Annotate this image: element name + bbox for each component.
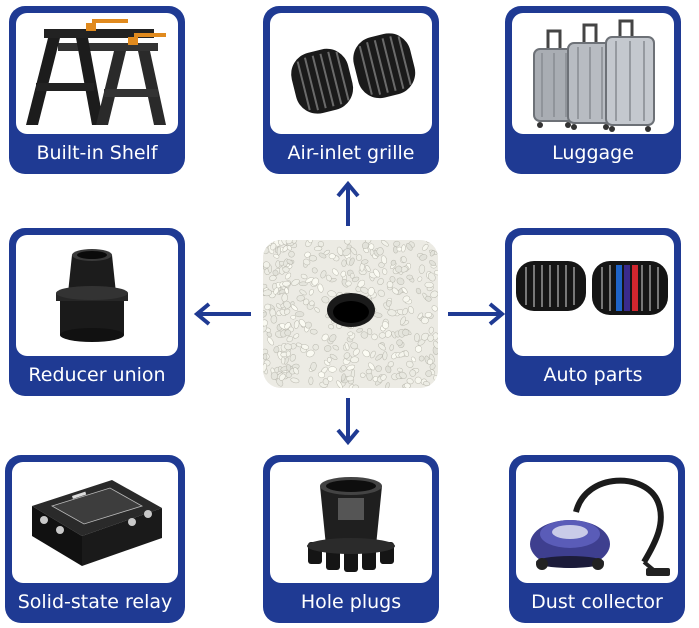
grille-icon (291, 33, 416, 114)
card-hole-plugs: Hole plugs (263, 455, 439, 623)
reducer-icon (56, 249, 128, 342)
card-label-reducer-union: Reducer union (28, 364, 166, 386)
arrow-up (336, 180, 360, 228)
sawhorse-icon (26, 19, 166, 125)
arrow-left (193, 302, 253, 326)
card-label-hole-plugs: Hole plugs (300, 591, 402, 613)
card-label-dust-collector: Dust collector (531, 591, 663, 613)
arrow-down (336, 396, 360, 446)
card-auto-parts: Auto parts (505, 228, 681, 396)
card-label-air-inlet-grille: Air-inlet grille (287, 142, 415, 164)
card-label-luggage: Luggage (552, 142, 634, 164)
card-label-auto-parts: Auto parts (543, 364, 643, 386)
kidney-grille-icon (516, 261, 668, 315)
card-built-in-shelf: Built-in Shelf (9, 6, 185, 174)
card-label-solid-state-relay: Solid-state relay (17, 591, 173, 613)
relay-icon (32, 480, 162, 566)
card-reducer-union: Reducer union (9, 228, 185, 396)
arrow-right (446, 302, 506, 326)
hole-plug-icon (307, 477, 395, 572)
card-dust-collector: Dust collector (509, 455, 685, 623)
card-label-built-in-shelf: Built-in Shelf (36, 142, 158, 164)
center-pellets-image (263, 240, 438, 388)
luggage-icon (533, 19, 655, 132)
pellets-icon (263, 240, 438, 388)
card-solid-state-relay: Solid-state relay (5, 455, 185, 623)
vacuum-icon (530, 477, 670, 576)
card-air-inlet-grille: Air-inlet grille (263, 6, 439, 174)
card-luggage: Luggage (505, 6, 681, 174)
